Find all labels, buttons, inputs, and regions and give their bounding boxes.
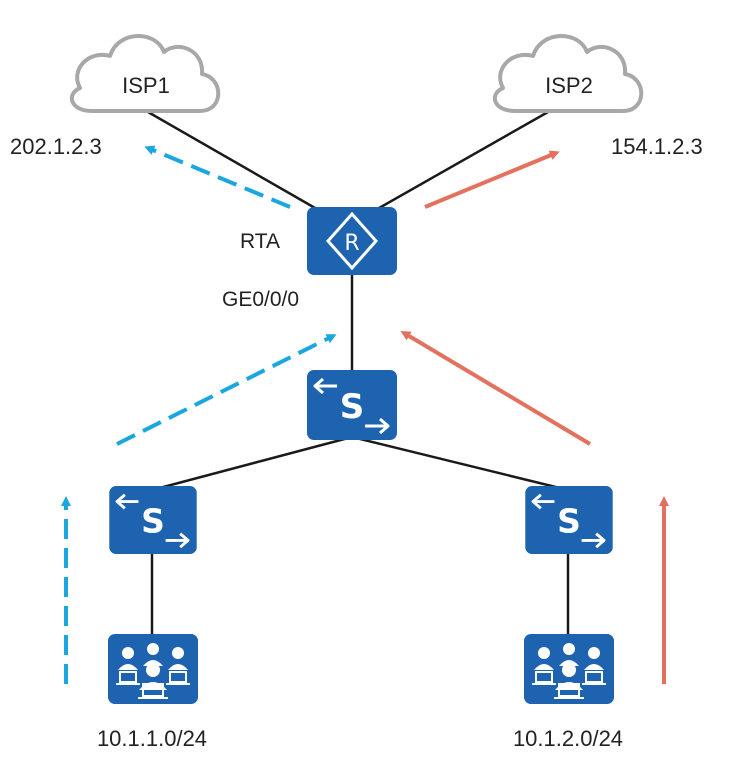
router-glyph: R	[344, 231, 359, 256]
flow-arrow	[116, 334, 337, 446]
isp2-ip-label: 154.1.2.3	[611, 134, 703, 159]
cloud-icon	[492, 34, 644, 113]
flow-arrows-red	[400, 150, 669, 684]
isp1-label: ISP1	[122, 73, 170, 98]
links	[147, 110, 570, 636]
router-icon[interactable]: R	[307, 207, 397, 275]
link-isp1-router	[147, 110, 323, 214]
router-name-label: RTA	[240, 230, 281, 253]
users-icon[interactable]	[108, 634, 198, 704]
switch-icon[interactable]	[307, 370, 397, 440]
flow-arrow	[144, 145, 291, 209]
link-isp2-router	[371, 110, 549, 214]
flow-arrows-blue	[61, 145, 337, 684]
switch-icon[interactable]	[524, 486, 614, 554]
cloud-icon	[69, 34, 221, 113]
left-subnet-label: 10.1.1.0/24	[96, 726, 208, 751]
flow-arrow	[424, 150, 560, 209]
isp1-ip-label: 202.1.2.3	[10, 134, 102, 159]
router-interface-label: GE0/0/0	[222, 288, 300, 311]
isp2-label: ISP2	[545, 73, 593, 98]
flow-arrow	[400, 330, 592, 446]
link-core-right-switch	[351, 435, 569, 492]
link-core-left-switch	[151, 435, 353, 492]
right-subnet-label: 10.1.2.0/24	[512, 726, 624, 751]
switch-icon[interactable]	[108, 486, 198, 554]
users-icon[interactable]	[524, 634, 614, 704]
